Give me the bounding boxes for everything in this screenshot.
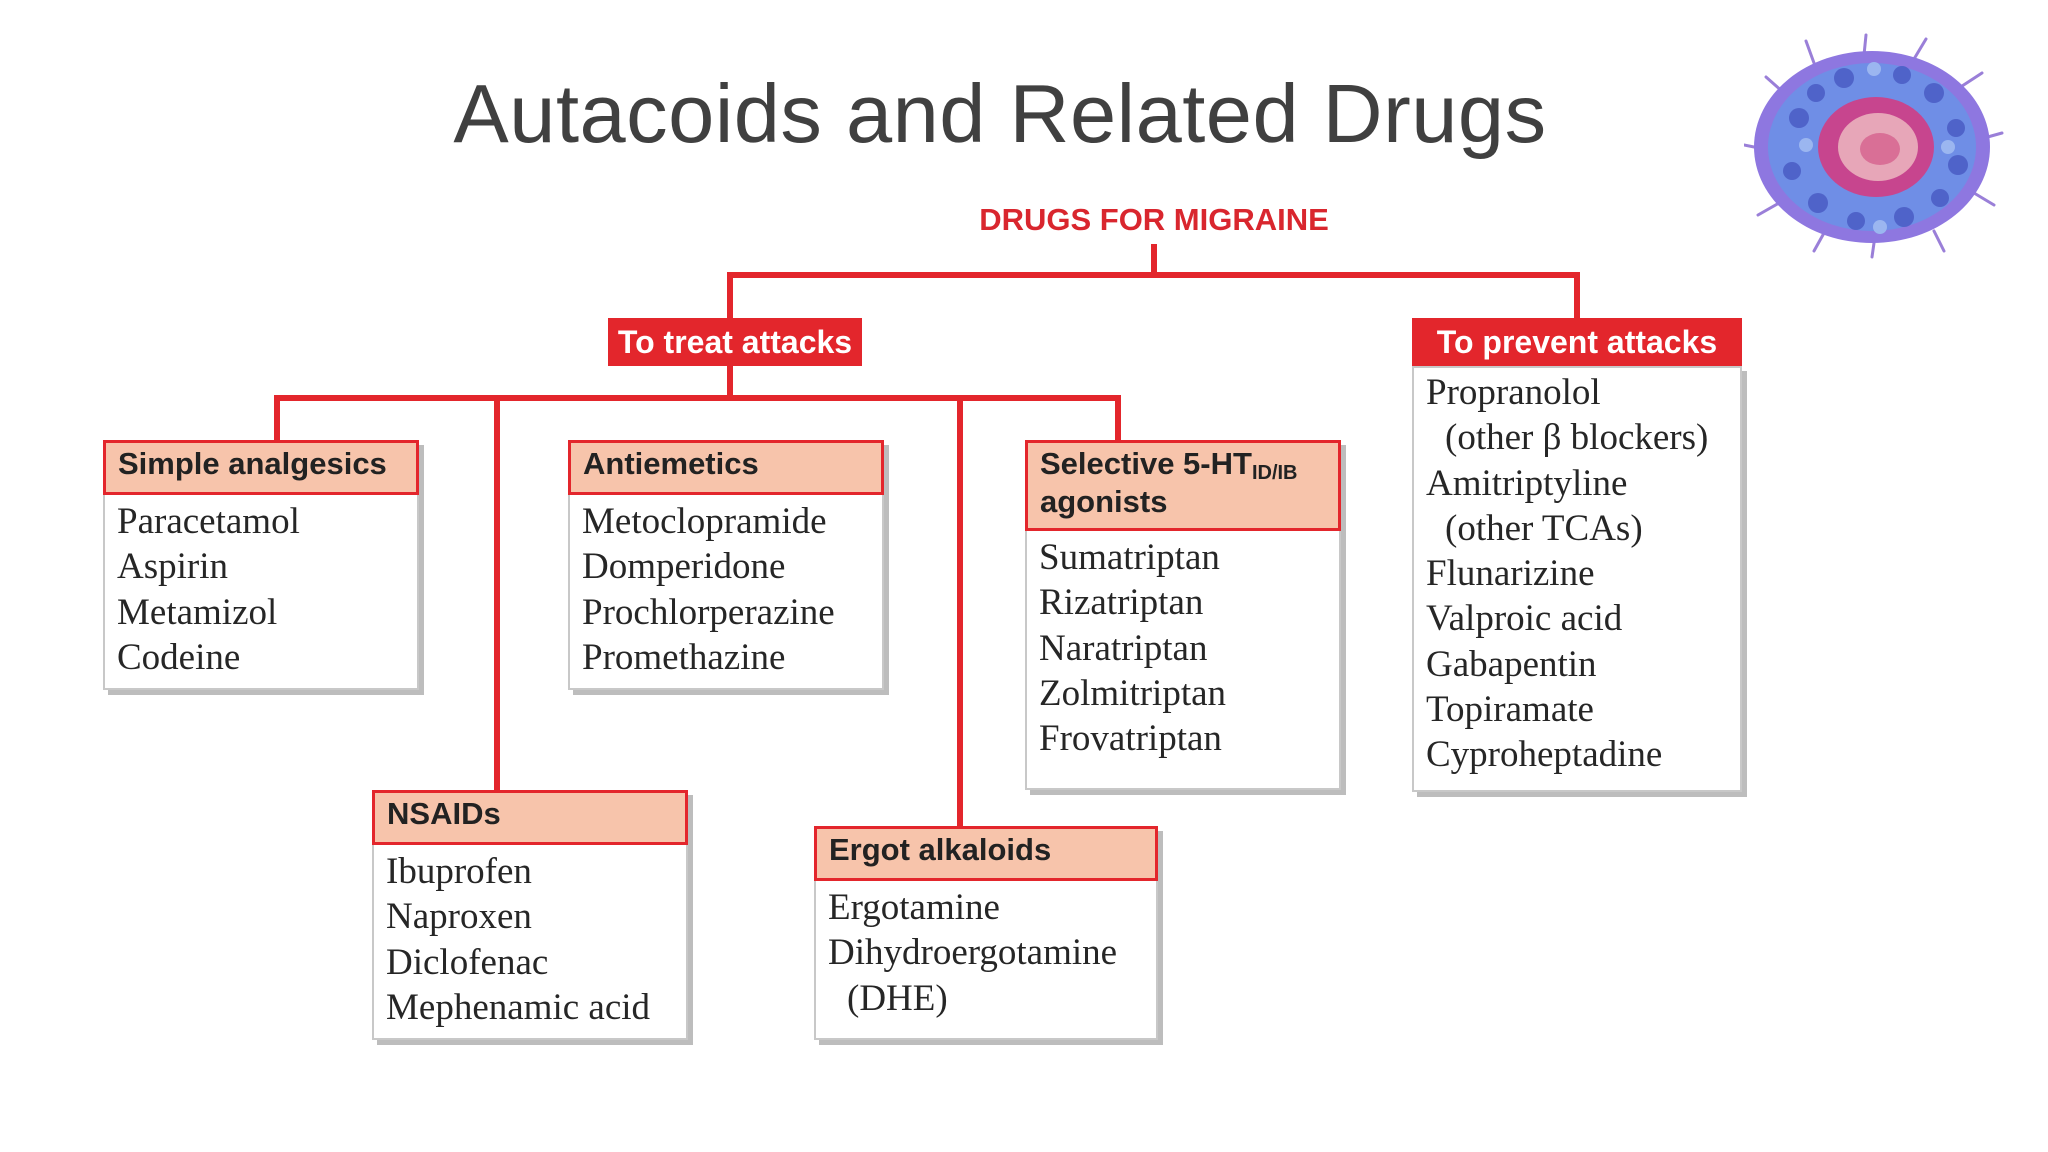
immune-cell-illustration xyxy=(1744,33,2004,259)
list-item: Naproxen xyxy=(386,896,532,938)
list-item: Ergotamine xyxy=(828,887,1000,928)
selective-5ht-heading: Selective 5-HTID/IB agonists xyxy=(1025,440,1341,531)
root-label: DRUGS FOR MIGRAINE xyxy=(979,202,1329,237)
prevent-attacks-box: Propranolol (other β blockers) Amitripty… xyxy=(1412,366,1742,792)
list-item: Mephenamic acid xyxy=(386,986,651,1028)
list-item: Cyproheptadine xyxy=(1426,734,1663,776)
list-item: Aspirin xyxy=(117,546,228,588)
antiemetics-box: Antiemetics Metoclopramide Domperidone P… xyxy=(568,440,884,690)
selective-5ht-agonists-box: Selective 5-HTID/IB agonists Sumatriptan… xyxy=(1025,440,1341,790)
list-item: Diclofenac xyxy=(386,941,549,983)
nsaids-heading: NSAIDs xyxy=(372,790,688,845)
selective-5ht-list: Sumatriptan Rizatriptan Naratriptan Zolm… xyxy=(1027,531,1339,761)
list-item: Ibuprofen xyxy=(386,851,532,892)
selective-5ht-heading-subscript: ID/IB xyxy=(1251,462,1298,484)
prevent-attacks-label: To prevent attacks xyxy=(1412,318,1742,366)
list-item: Metamizol xyxy=(117,591,278,633)
list-item: Naratriptan xyxy=(1039,627,1208,669)
list-item: Valproic acid xyxy=(1426,598,1623,640)
prevent-attacks-list: Propranolol (other β blockers) Amitripty… xyxy=(1414,368,1740,778)
list-item: Gabapentin xyxy=(1426,643,1597,685)
list-item: Metoclopramide xyxy=(582,501,827,542)
slide-title: Autacoids and Related Drugs xyxy=(453,67,1547,160)
list-item: (DHE) xyxy=(847,977,948,1019)
nsaids-box: NSAIDs Ibuprofen Naproxen Diclofenac Mep… xyxy=(372,790,688,1040)
list-item: Codeine xyxy=(117,636,241,678)
list-item: Flunarizine xyxy=(1426,553,1595,595)
ergot-alkaloids-heading: Ergot alkaloids xyxy=(814,826,1158,881)
list-item: Paracetamol xyxy=(117,501,300,542)
treat-attacks-label: To treat attacks xyxy=(608,318,862,366)
list-item: Prochlorperazine xyxy=(582,591,835,633)
list-item: Propranolol xyxy=(1426,372,1601,413)
simple-analgesics-list: Paracetamol Aspirin Metamizol Codeine xyxy=(105,495,417,680)
list-item: Topiramate xyxy=(1426,689,1594,731)
antiemetics-list: Metoclopramide Domperidone Prochlorperaz… xyxy=(570,495,882,680)
ergot-alkaloids-box: Ergot alkaloids Ergotamine Dihydroergota… xyxy=(814,826,1158,1040)
list-item: Domperidone xyxy=(582,546,786,588)
list-item: Sumatriptan xyxy=(1039,537,1220,578)
list-item: Promethazine xyxy=(582,636,786,678)
list-item: Dihydroergotamine xyxy=(828,932,1118,974)
list-item: Frovatriptan xyxy=(1039,718,1222,760)
list-item: Zolmitriptan xyxy=(1039,672,1227,714)
nsaids-list: Ibuprofen Naproxen Diclofenac Mephenamic… xyxy=(374,845,686,1030)
ergot-alkaloids-list: Ergotamine Dihydroergotamine (DHE) xyxy=(816,881,1156,1021)
list-item: Amitriptyline xyxy=(1426,462,1628,504)
antiemetics-heading: Antiemetics xyxy=(568,440,884,495)
list-item: Rizatriptan xyxy=(1039,582,1204,624)
selective-5ht-heading-main: Selective 5-HT xyxy=(1040,446,1252,481)
simple-analgesics-heading: Simple analgesics xyxy=(103,440,419,495)
list-item: (other TCAs) xyxy=(1445,507,1643,549)
selective-5ht-heading-line2: agonists xyxy=(1040,484,1168,519)
simple-analgesics-box: Simple analgesics Paracetamol Aspirin Me… xyxy=(103,440,419,690)
list-item: (other β blockers) xyxy=(1445,417,1709,459)
